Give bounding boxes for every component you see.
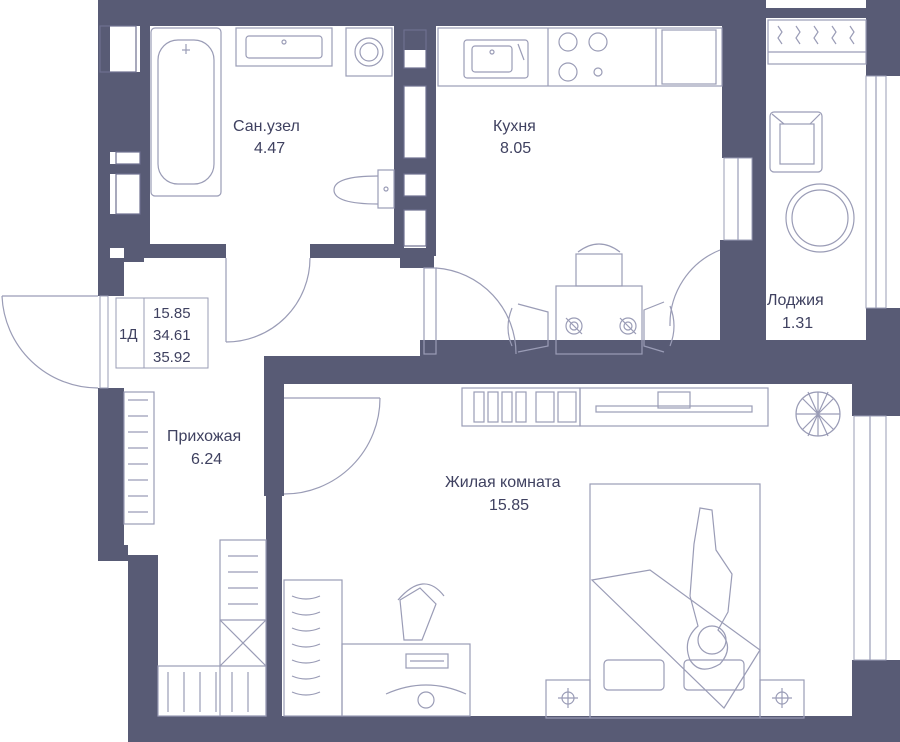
wardrobe-icon [283,579,343,717]
fridge [661,29,717,85]
loggia-bench [767,19,867,65]
apartment-area-gross: 35.92 [153,349,191,366]
desk-icon [341,583,471,717]
walls [98,0,900,742]
wardrobe-icon [123,391,267,717]
plant-icon [795,391,841,437]
stove-icon [558,32,608,82]
round-table [785,183,855,253]
bed-icon [589,483,761,719]
lounge-chair [769,111,823,173]
room-name-loggia: Лоджия [767,292,824,309]
sink-icon [235,27,333,67]
window-icon [99,75,887,661]
apartment-area-living: 15.85 [153,305,191,322]
apartment-area-total: 34.61 [153,327,191,344]
washing-machine-icon [345,27,393,77]
room-name-living: Жилая комната [445,474,561,491]
nightstand [545,679,805,719]
keyboard-icon [405,653,449,669]
monitor-icon [385,684,467,709]
room-name-hallway: Прихожая [167,428,241,445]
apartment-type: 1Д [119,326,138,343]
room-name-bathroom: Сан.узел [233,118,300,135]
shaft-boxes [99,25,427,247]
room-area-kitchen: 8.05 [500,140,531,157]
apartment-info-box: 1Д 15.85 34.61 35.92 [115,297,209,369]
room-bathroom: Сан.узел 4.47 [233,118,300,157]
room-area-bathroom: 4.47 [254,140,285,157]
toilet-icon [333,169,395,209]
kitchen-counter [437,27,723,87]
chair-icon [507,243,675,353]
room-kitchen: Кухня 8.05 [493,118,536,157]
tv-icon [579,387,769,427]
room-loggia: Лоджия 1.31 [767,292,824,332]
dining-table-icon [555,285,643,355]
room-area-loggia: 1.31 [782,315,813,332]
bathtub-icon [150,27,222,197]
bookshelf [461,387,581,427]
room-living: Жилая комната 15.85 [445,474,561,514]
kitchen-sink-icon [463,39,529,79]
room-name-kitchen: Кухня [493,118,536,135]
room-area-hallway: 6.24 [191,451,222,468]
person-icon [686,507,733,670]
door-swing-icon [1,249,721,495]
room-area-living: 15.85 [489,497,529,514]
room-hallway: Прихожая 6.24 [167,428,241,468]
